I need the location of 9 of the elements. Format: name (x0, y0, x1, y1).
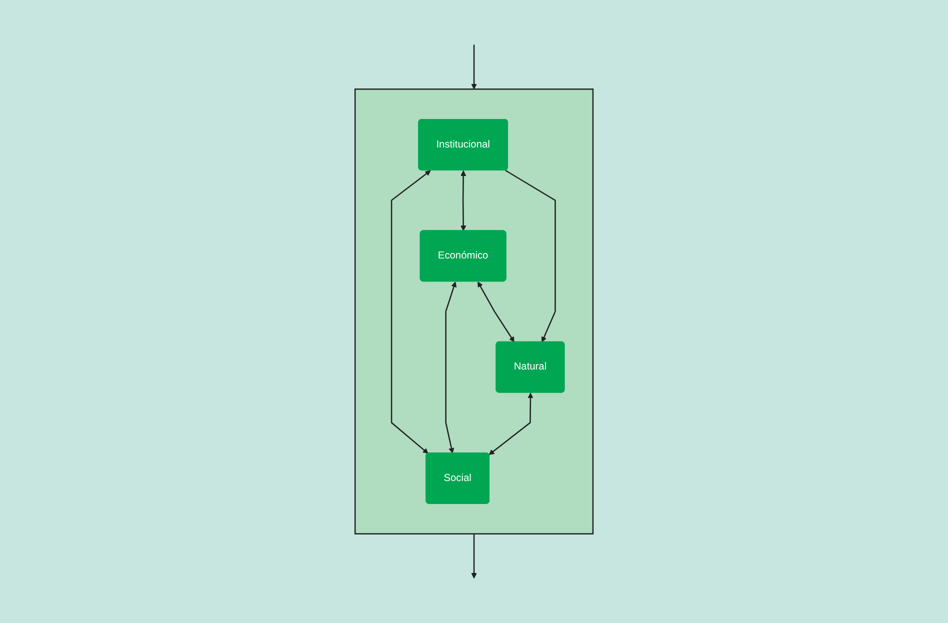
arrow (478, 282, 514, 342)
arrow (505, 170, 556, 342)
arrow (471, 44, 477, 90)
arrow (445, 282, 456, 454)
arrow (390, 170, 431, 454)
arrow (488, 392, 534, 455)
arrow (471, 534, 477, 579)
arrow (460, 170, 466, 232)
cluster (354, 88, 594, 534)
